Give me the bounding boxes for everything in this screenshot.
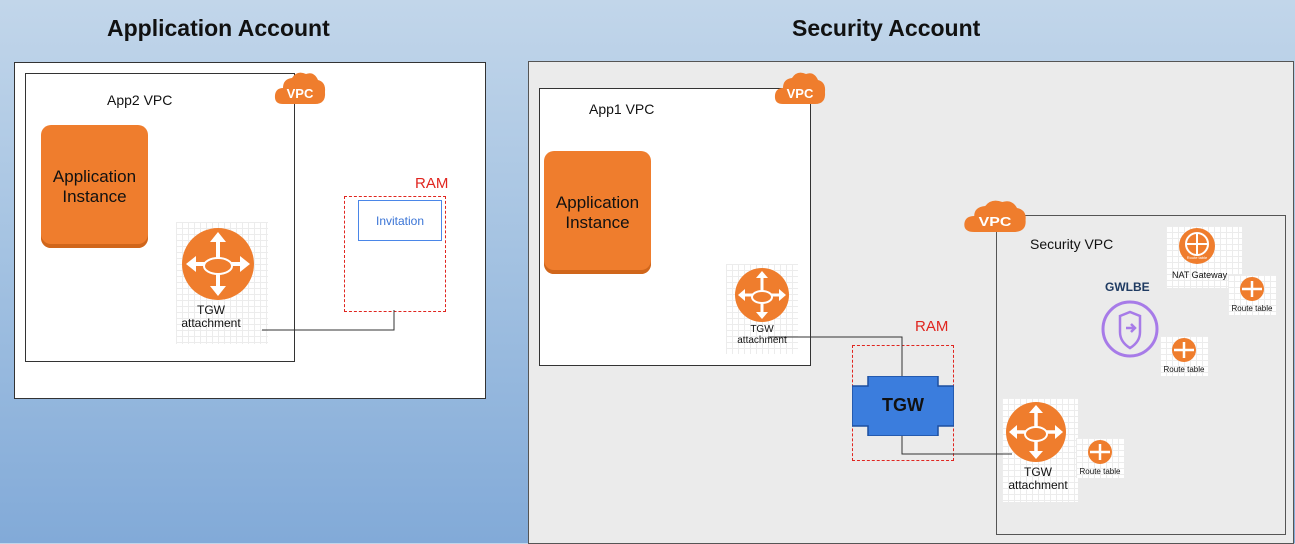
tgw-attachment: TGW attachment	[726, 264, 798, 354]
nat-gateway-icon: Route table	[1179, 228, 1215, 264]
route-table: Route table	[1228, 275, 1276, 315]
attachment-label: attachment	[1008, 478, 1068, 492]
attachment-label: attachment	[737, 335, 787, 346]
nat-inner-label: Route table	[1187, 255, 1208, 260]
route-table-icon	[1240, 277, 1264, 301]
security-account-title: Security Account	[792, 15, 981, 41]
application-account-title: Application Account	[107, 15, 330, 41]
security-vpc-label: Security VPC	[1030, 236, 1114, 252]
tgw-router-icon	[735, 268, 789, 322]
tgw-label: TGW	[1024, 465, 1052, 479]
tgw-attachment: TGW attachment	[1002, 398, 1078, 502]
application-instance: Application Instance	[544, 151, 651, 274]
invitation-box: Invitation	[358, 200, 442, 241]
tgw-label: TGW	[750, 324, 774, 335]
app2-vpc-label: App2 VPC	[107, 92, 173, 108]
nat-gateway-label: NAT Gateway	[1172, 270, 1228, 280]
route-table-label: Route table	[1079, 467, 1121, 476]
tgw-label: TGW	[197, 303, 225, 317]
vpc-badge-text: VPC	[287, 86, 314, 101]
vpc-cloud-icon: VPC	[273, 68, 327, 110]
tgw-router-icon	[182, 228, 254, 300]
tgw-title: TGW	[882, 395, 924, 415]
vpc-cloud-icon: VPC	[773, 68, 827, 110]
gwlbe-label: GWLBE	[1105, 280, 1150, 294]
vpc-cloud-icon: VPC	[962, 196, 1028, 238]
gwlbe-endpoint-icon	[1100, 298, 1160, 360]
route-table: Route table	[1076, 438, 1124, 478]
instance-label-line1: Application	[52, 166, 137, 186]
route-table-label: Route table	[1231, 304, 1273, 313]
attachment-label: attachment	[181, 316, 241, 330]
route-table-icon	[1172, 338, 1196, 362]
vpc-badge-text: VPC	[979, 215, 1012, 229]
app1-vpc-label: App1 VPC	[589, 101, 655, 117]
transit-gateway: TGW	[852, 376, 954, 436]
security-vpc-box	[996, 215, 1286, 535]
tgw-router-icon	[1006, 402, 1066, 462]
tgw-attachment: TGW attachment	[176, 222, 268, 344]
nat-gateway: Route table NAT Gateway	[1166, 226, 1242, 288]
route-table-icon	[1088, 440, 1112, 464]
ram-share-box	[344, 196, 446, 312]
application-instance: Application Instance	[41, 125, 148, 248]
vpc-badge-text: VPC	[787, 86, 814, 101]
ram-label: RAM	[915, 318, 949, 335]
ram-label: RAM	[415, 175, 449, 192]
route-table: Route table	[1160, 336, 1208, 376]
route-table-label: Route table	[1163, 365, 1205, 374]
instance-label-line1: Application	[555, 192, 640, 212]
instance-label-line2: Instance	[565, 212, 630, 232]
instance-label-line2: Instance	[62, 186, 127, 206]
